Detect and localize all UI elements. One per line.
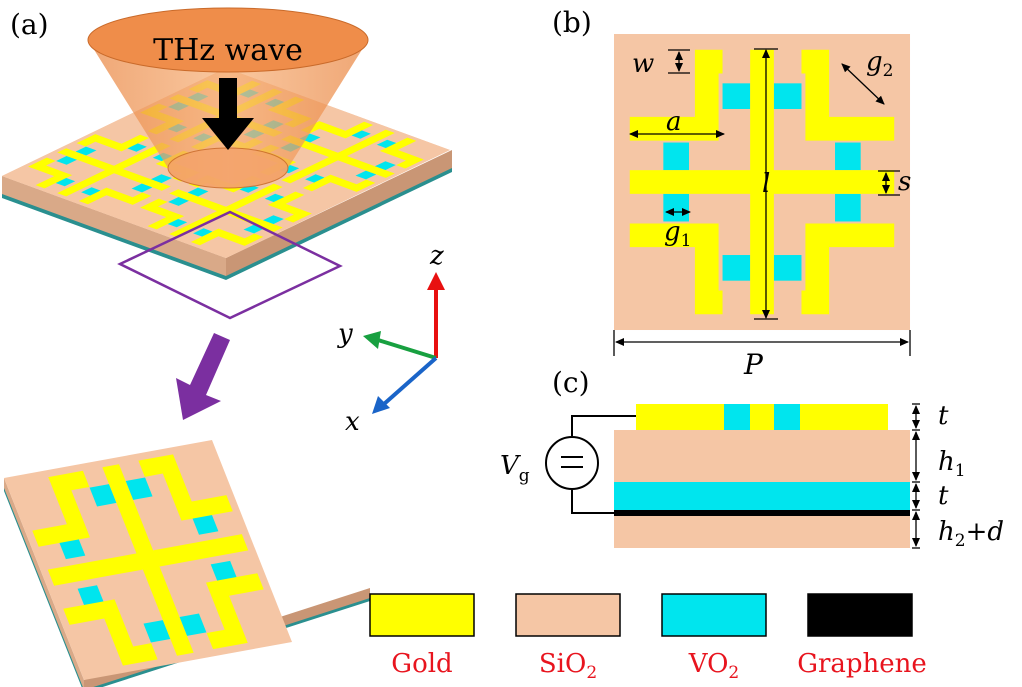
thz-cone: THz wave [87,7,369,189]
dim-g2-label: g2 [866,47,893,81]
panel-label-a: (a) [10,8,49,41]
legend: Gold SiO2 VO2 Graphene [369,593,927,683]
h2d-label: h2+d [938,517,1004,551]
axis-y-label: y [337,319,353,349]
legend-label-vo2: VO2 [688,649,739,683]
dim-a-label: a [666,107,682,137]
single-unit-cell [4,439,370,687]
dim-g2-sub: 2 [883,61,894,81]
legend-label-gold: Gold [391,649,452,679]
h1-sub: 1 [955,461,966,481]
dim-s-label: s [898,167,911,197]
h2d-suffix: +d [966,517,1004,547]
h2d-main: h [938,517,955,547]
panel-label-c: (c) [552,366,590,399]
dim-g1-sub: 1 [681,231,692,251]
voltage-label: Vg [500,451,530,486]
dim-w-label: w [632,49,654,79]
legend-sio2-sub: 2 [586,663,597,683]
dim-g1-main: g [664,217,681,247]
t-mid-label: t [938,481,949,511]
t-top-label: t [938,401,949,431]
legend-label-graphene: Graphene [797,649,927,679]
dim-l-label: l [762,169,770,199]
panel-label-b: (b) [552,6,592,39]
h2d-sub: 2 [955,531,966,551]
dim-g1-label: g1 [664,217,691,251]
legend-swatch-graphene [807,593,913,637]
dim-P-label: P [743,348,764,381]
cross-section: Vg t h1 t h2+d [500,401,1004,551]
axis-z-label: z [429,241,444,271]
unit-cell-top-view: w a l g2 s g1 P [613,34,911,381]
down-arrow-icon [202,78,254,150]
purple-arrow-icon [176,333,230,420]
legend-vo2-main: VO [688,649,729,679]
voltage-sub: g [519,466,530,486]
h1-label: h1 [938,447,966,481]
legend-sio2-main: SiO [539,649,586,679]
legend-label-sio2: SiO2 [539,649,597,683]
unit-cell-highlight [117,210,343,320]
coordinate-axes: z y x [337,241,445,437]
thz-wave-label: THz wave [153,33,303,68]
axis-x-label: x [345,407,360,437]
legend-swatch-gold [369,593,475,637]
voltage-main: V [500,451,521,481]
legend-vo2-sub: 2 [728,663,739,683]
legend-swatch-sio2 [515,593,621,637]
legend-swatch-vo2 [661,593,767,637]
dim-g2-main: g [866,47,883,77]
h1-main: h [938,447,955,477]
